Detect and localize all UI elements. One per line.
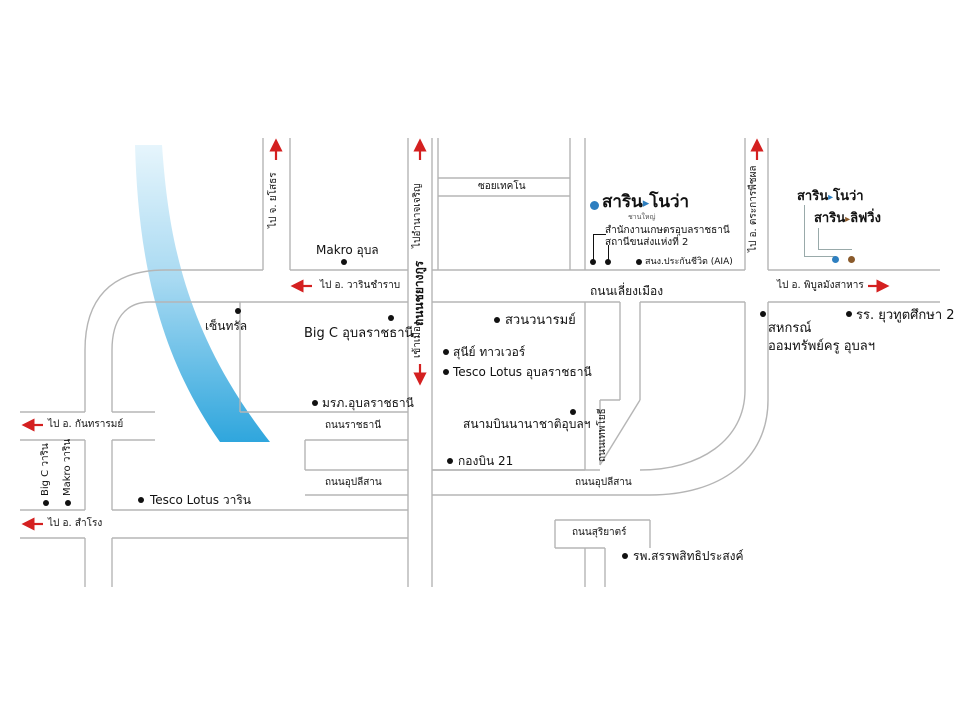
place-dot-tesco-ubon [443,369,449,375]
place-dot-transport [605,259,611,265]
place-dot-coop [760,311,766,317]
place-dot-makro-ubon [341,259,347,265]
place-dot-school [846,311,852,317]
road-network [20,138,940,587]
direction-label-warin: ไป อ. วารินชำราบ [320,280,401,291]
leader-line-agri-vert [593,234,594,260]
road-label-chayangkun: ถนนชยางกูร [412,260,426,326]
brand-nova-2-suffix: โนว่า [833,189,864,204]
road-label-uppalisan-right: ถนนอุปลีสาน [575,477,632,488]
brand-sarin-nova-suffix: โนว่า [649,192,690,212]
chevron-right-icon: ▸ [828,192,834,203]
road-label-soi-techno: ซอยเทคโน [478,181,526,192]
brand-nova-2: สาริน▸โนว่า [797,190,864,203]
leader-line-living [818,228,819,250]
place-label-coop-1: สหกรณ์ [768,321,812,336]
place-label-tesco-warin: Tesco Lotus วาริน [150,493,251,507]
place-label-makro-ubon: Makro อุบล [316,243,379,257]
chevron-right-icon: ▸ [642,196,650,211]
place-dot-kongbin21 [447,458,453,464]
place-dot-tesco-warin [138,497,144,503]
direction-label-phibun: ไป อ. พิบูลมังสาหาร [777,280,864,291]
place-dot-central [235,308,241,314]
place-dot-makro-warin [65,500,71,506]
place-dot-bigc-ubon [388,315,394,321]
brand-sarin-nova-sub: ชานใหญ่ [628,213,656,221]
place-dot-hospital [622,553,628,559]
place-label-bigc-ubon: Big C อุบลราชธานี [304,326,414,341]
river [135,145,270,442]
place-label-coop-2: ออมทรัพย์ครู อุบลฯ [768,339,876,354]
place-dot-bigc-warin [43,500,49,506]
place-dot-aia [636,259,642,265]
project-dot-living [848,256,855,263]
direction-label-yasothon: ไป จ. ยโสธร [268,172,279,228]
place-label-aia: สนง.ประกันชีวิต (AIA) [645,257,733,267]
place-label-transport: สถานีขนส่งแห่งที่ 2 [605,237,689,248]
place-label-kongbin21: กองบิน 21 [458,454,514,468]
brand-nova-2-main: สาริน [797,189,829,204]
leader-line-nova-2-h [804,256,836,257]
direction-label-kanthararom: ไป อ. กันทรารมย์ [48,419,124,430]
direction-arrows [21,138,890,531]
brand-living: สาริน▸ลิฟวิ่ง [814,212,881,225]
place-label-airport: สนามบินนานาชาติอุบลฯ [463,417,591,431]
place-label-suanwanaram: สวนวนารมย์ [505,313,576,328]
place-label-sunee-tower: สุนีย์ ทาวเวอร์ [453,345,526,359]
brand-sarin-nova: สาริน▸โนว่า [602,194,689,211]
leader-line-agri [593,234,606,235]
brand-living-main: สาริน [814,211,846,226]
brand-living-suffix: ลิฟวิ่ง [850,211,881,226]
place-dot-agri-office [590,259,596,265]
direction-label-amnat: ไปอำนาจเจริญ [412,183,423,248]
road-label-lieng-mueang: ถนนเลี่ยงเมือง [590,284,664,298]
direction-label-trakan: ไป อ. ตระการพืชผล [748,165,759,252]
direction-label-samrong: ไป อ. สำโรง [48,518,103,529]
direction-label-city: เข้าเมือง [412,321,423,358]
place-dot-sunee-tower [443,349,449,355]
road-label-ratchathani: ถนนราชธานี [325,420,382,431]
leader-line-living-h [818,249,852,250]
road-label-uppalisan-left: ถนนอุปลีสาน [325,477,382,488]
brand-sarin-nova-main: สาริน [602,192,643,212]
project-dot-sarin-nova [590,201,599,210]
leader-line-nova-2 [804,205,805,257]
place-dot-suanwanaram [494,317,500,323]
chevron-right-icon: ▸ [845,214,851,225]
place-label-mrk-ubon: มรภ.อุบลราชธานี [322,396,414,410]
place-label-makro-warin: Makro วาริน [62,438,73,496]
place-dot-airport [570,409,576,415]
place-label-hospital: รพ.สรรพสิทธิประสงค์ [633,549,744,563]
place-label-bigc-warin: Big C วาริน [40,443,51,496]
leader-line-transport [608,245,609,260]
project-dot-nova-2 [832,256,839,263]
road-label-suriyat: ถนนสุริยาตร์ [572,527,627,538]
place-dot-mrk-ubon [312,400,318,406]
place-label-school: รร. ยุวทูตศึกษา 2 [856,308,955,323]
place-label-central: เซ็นทรัล [205,319,248,333]
place-label-tesco-ubon: Tesco Lotus อุบลราชธานี [453,365,592,379]
road-label-thepyothi: ถนนเทพโยธี [597,408,608,462]
place-label-agri-office: สำนักงานเกษตรอุบลราชธานี [605,225,730,236]
